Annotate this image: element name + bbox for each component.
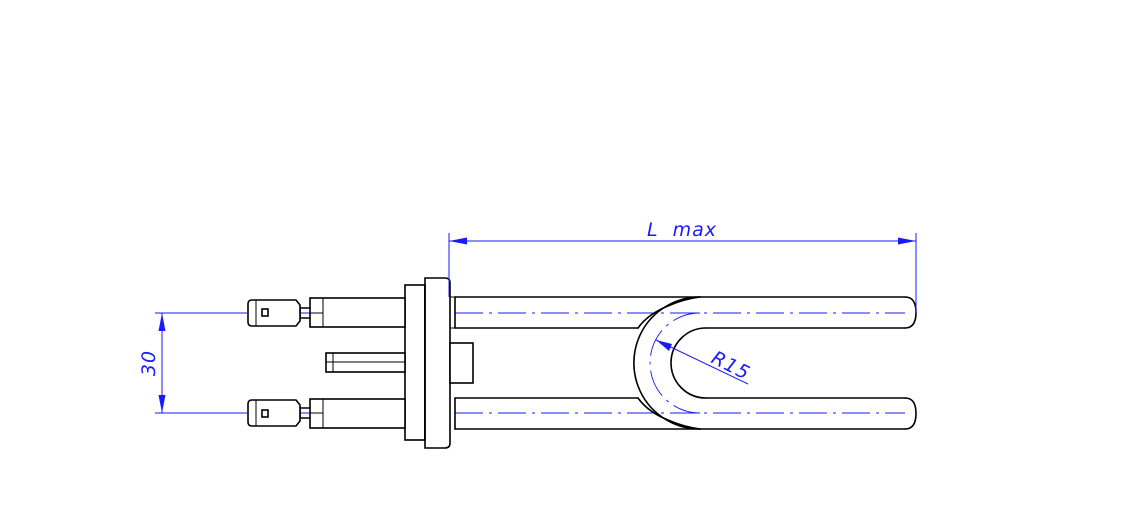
upper-terminal-hole — [261, 308, 269, 317]
length-dimension: L max — [448, 219, 917, 313]
bend-outer-arc — [633, 296, 701, 430]
bend-upper-join — [637, 296, 701, 329]
radius-arrow — [656, 340, 672, 351]
lower-terminal-tab — [247, 399, 301, 427]
upper-tube-end-cap — [904, 296, 917, 329]
bend-lower-join — [637, 397, 701, 430]
lower-terminal-hole — [261, 409, 269, 418]
spacing-arrow-top — [158, 313, 166, 331]
length-label: L max — [647, 219, 717, 241]
flange — [404, 277, 456, 449]
spacing-dimension: 30 — [138, 312, 248, 414]
length-arrow-left — [449, 237, 467, 245]
lower-terminal-sleeve — [309, 398, 406, 429]
lower-terminal — [247, 398, 406, 429]
flange-outer-plate — [404, 284, 426, 441]
bend-inner-arc — [670, 327, 707, 399]
flange-inner-plate — [424, 277, 451, 449]
lower-tube-end-cap — [904, 397, 917, 430]
heating-tube — [454, 296, 917, 430]
spacing-arrow-bottom — [158, 395, 166, 413]
length-arrow-right — [898, 237, 916, 245]
radius-leader — [655, 339, 749, 385]
radius-label: R15 — [708, 347, 754, 385]
upper-terminal — [247, 297, 406, 328]
spacing-label: 30 — [138, 350, 160, 376]
bend-centerline — [649, 312, 701, 414]
thermostat-pocket — [325, 342, 474, 384]
upper-terminal-tab — [247, 299, 301, 327]
pocket-body — [449, 342, 474, 384]
upper-terminal-sleeve — [309, 297, 406, 328]
